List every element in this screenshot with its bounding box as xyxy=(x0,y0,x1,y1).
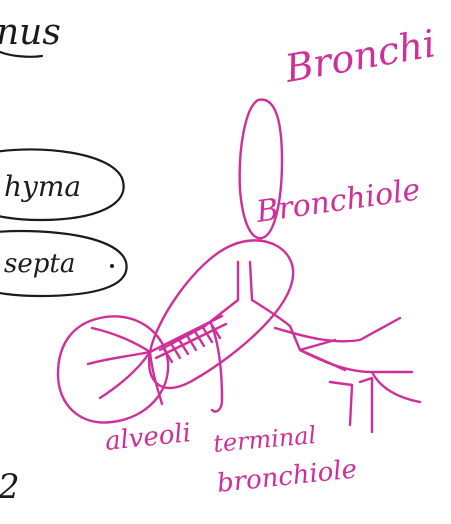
label-bronchi: Bronchi xyxy=(281,21,439,91)
bottom-number: 2 xyxy=(0,467,20,507)
label-bronchiole: Bronchiole xyxy=(253,172,422,230)
right-branch-down xyxy=(330,378,372,432)
right-branch-lower xyxy=(300,350,420,402)
airway-branch-top xyxy=(205,262,290,326)
top-word: nus xyxy=(0,12,61,53)
label-alveoli: alveoli xyxy=(104,418,193,457)
label-terminal-line1: terminal xyxy=(212,421,317,458)
alveoli-loop xyxy=(58,316,168,422)
middle-word: hyma xyxy=(4,170,81,203)
alveoli-branches xyxy=(88,328,162,404)
lower-word: septa xyxy=(4,249,75,279)
lower-word-dot xyxy=(110,264,114,268)
label-terminal-line2: bronchiole xyxy=(216,454,359,499)
